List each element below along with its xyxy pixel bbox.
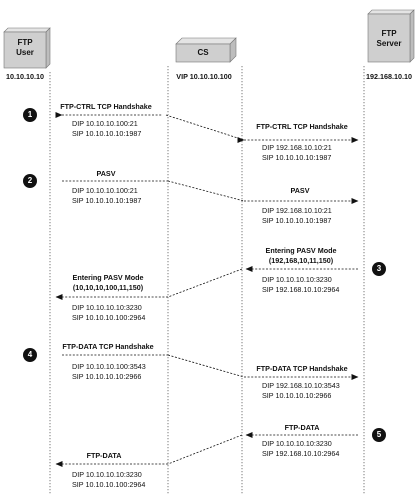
- msg-5a-dip: DIP 10.10.10.10:3230: [262, 439, 332, 448]
- msg-1b-title: FTP-CTRL TCP Handshake: [256, 122, 348, 131]
- ftp-user-label-line1: FTP: [17, 38, 33, 47]
- msg-2b-title: PASV: [290, 186, 310, 195]
- arrow-step4-cs-diagonal: [167, 354, 245, 378]
- msg-3a-sip: SIP 192.168.10.10:2964: [262, 285, 340, 294]
- cs-box: [175, 37, 237, 63]
- ftp-server-label-line2: Server: [376, 39, 402, 48]
- step-5-bullet: 5: [372, 428, 386, 442]
- ftp-user-label-line2: User: [16, 48, 34, 57]
- msg-4b-sip: SIP 10.10.10.10:2966: [262, 391, 332, 400]
- ftp-server-label-line1: FTP: [381, 29, 397, 38]
- msg-2a-dip: DIP 10.10.10.100:21: [72, 186, 138, 195]
- msg-4a-dip: DIP 10.10.10.100:3543: [72, 362, 146, 371]
- ftp-user-address: 10.10.10.10: [6, 72, 44, 81]
- msg-5b-title: FTP-DATA: [86, 451, 122, 460]
- msg-4b-title: FTP-DATA TCP Handshake: [256, 364, 348, 373]
- msg-4a-title: FTP-DATA TCP Handshake: [62, 342, 154, 351]
- arrow-step1-cs-diagonal: [165, 114, 245, 141]
- msg-1a-sip: SIP 10.10.10.10:1987: [72, 129, 142, 138]
- cs-label-text: CS: [197, 48, 209, 57]
- msg-4b-dip: DIP 192.168.10.10:3543: [262, 381, 340, 390]
- msg-3a-dip: DIP 10.10.10.10:3230: [262, 275, 332, 284]
- cs-address: VIP 10.10.10.100: [176, 72, 232, 81]
- msg-3b-sip: SIP 10.10.10.100:2964: [72, 313, 146, 322]
- ftp-server-address: 192.168.10.10: [366, 72, 412, 81]
- ftp-user-box: [3, 27, 51, 69]
- msg-5b-dip: DIP 10.10.10.10:3230: [72, 470, 142, 479]
- arrows: [55, 112, 359, 467]
- arrow-step3-cs-diagonal: [167, 268, 243, 298]
- msg-2b-dip: DIP 192.168.10.10:21: [262, 206, 332, 215]
- msg-1a-title: FTP-CTRL TCP Handshake: [60, 102, 152, 111]
- cs-label: CS: [176, 48, 230, 58]
- msg-2b-sip: SIP 10.10.10.10:1987: [262, 216, 332, 225]
- step-1-bullet: 1: [23, 108, 37, 122]
- msg-3b-dip: DIP 10.10.10.10:3230: [72, 303, 142, 312]
- msg-5a-title: FTP-DATA: [284, 423, 320, 432]
- step-3-bullet: 3: [372, 262, 386, 276]
- msg-3b-title2: (10,10,10,100,11,150): [72, 283, 144, 292]
- msg-3a-title: Entering PASV Mode: [265, 246, 337, 255]
- msg-4a-sip: SIP 10.10.10.10:2966: [72, 372, 142, 381]
- arrow-step5-cs-diagonal: [167, 434, 243, 465]
- ftp-server-box: [367, 9, 415, 63]
- arrow-step2-cs-to-server: [167, 180, 245, 202]
- msg-2a-title: PASV: [96, 169, 116, 178]
- msg-1b-dip: DIP 192.168.10.10:21: [262, 143, 332, 152]
- step-2-bullet: 2: [23, 174, 37, 188]
- ftp-user-label: FTP User: [4, 38, 46, 58]
- msg-1a-dip: DIP 10.10.10.100:21: [72, 119, 138, 128]
- step-4-bullet: 4: [23, 348, 37, 362]
- msg-5a-sip: SIP 192.168.10.10:2964: [262, 449, 340, 458]
- msg-3a-title2: (192,168,10,11,150): [268, 256, 334, 265]
- msg-1b-sip: SIP 10.10.10.10:1987: [262, 153, 332, 162]
- ftp-server-label: FTP Server: [368, 29, 410, 49]
- msg-5b-sip: SIP 10.10.10.100:2964: [72, 480, 146, 489]
- msg-3b-title: Entering PASV Mode: [72, 273, 144, 282]
- msg-2a-sip: SIP 10.10.10.10:1987: [72, 196, 142, 205]
